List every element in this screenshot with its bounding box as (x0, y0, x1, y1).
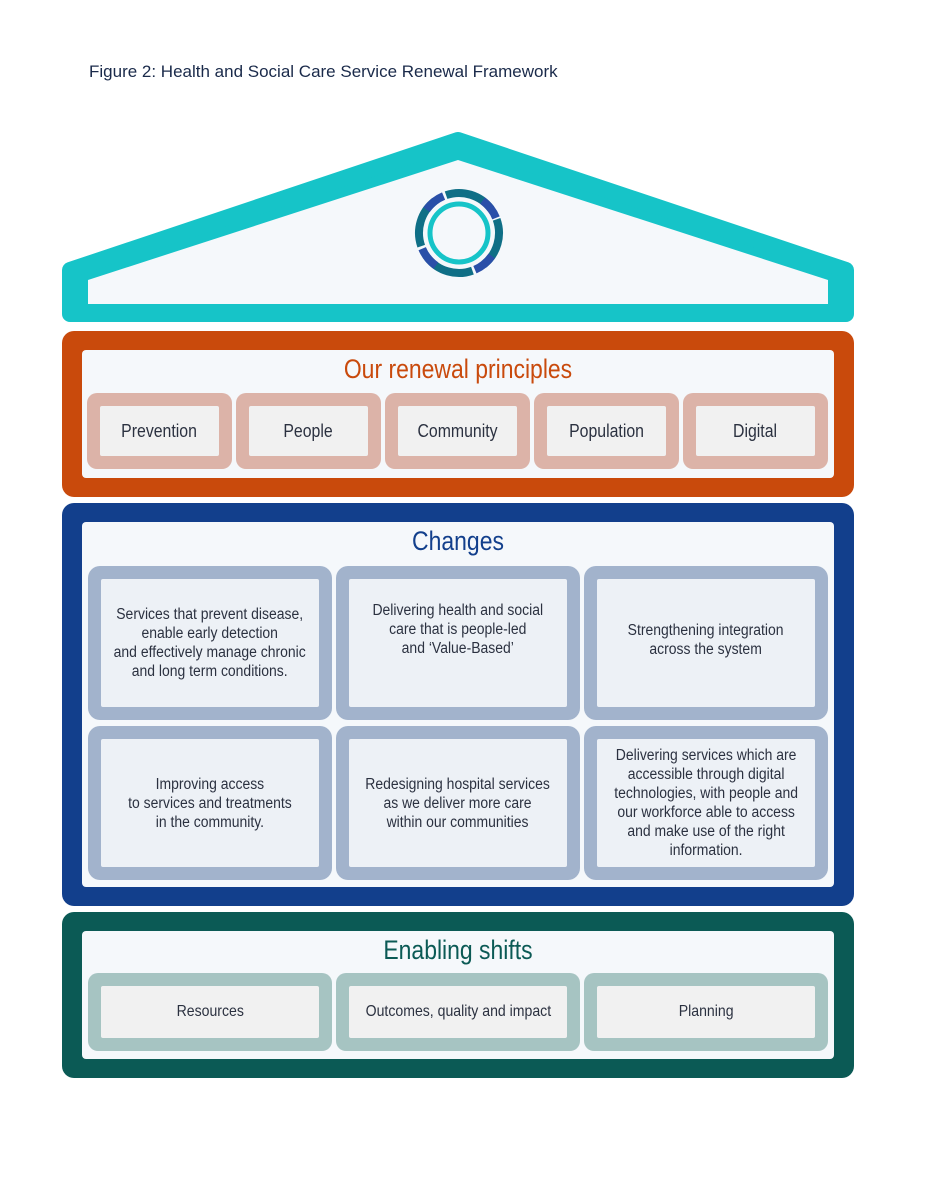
principle-prevention: Prevention (87, 393, 232, 469)
changes-section: Changes Services that prevent disease, e… (62, 503, 854, 906)
principle-population: Population (534, 393, 679, 469)
enabling-shifts-title: Enabling shifts (383, 935, 533, 965)
roof (62, 132, 854, 322)
change-text: Delivering services which are accessible… (614, 747, 798, 859)
change-text: Services that prevent disease, enable ea… (113, 606, 307, 680)
change-card: Services that prevent disease, enable ea… (88, 566, 332, 720)
principle-label: Digital (733, 420, 778, 441)
enabling-shift-label: Outcomes, quality and impact (365, 1003, 551, 1020)
figure-caption: Figure 2: Health and Social Care Service… (89, 62, 558, 81)
change-text: Strengthening integration across the sys… (628, 622, 784, 658)
change-card: Delivering health and social care that i… (336, 566, 580, 720)
changes-title: Changes (412, 526, 504, 556)
enabling-shift-resources: Resources (88, 973, 332, 1051)
enabling-shift-planning: Planning (584, 973, 828, 1051)
change-card: Delivering services which are accessible… (584, 726, 828, 880)
change-card: Redesigning hospital services as we deli… (336, 726, 580, 880)
principle-community: Community (385, 393, 530, 469)
renewal-principles-title: Our renewal principles (343, 354, 573, 384)
principle-people: People (236, 393, 381, 469)
ring-logo-icon (415, 189, 503, 277)
change-text: Delivering health and social care that i… (372, 602, 544, 657)
principle-label: People (283, 420, 334, 441)
enabling-shift-label: Planning (678, 1003, 734, 1020)
principle-label: Population (569, 420, 644, 441)
enabling-shift-label: Resources (176, 1003, 244, 1020)
change-text: Improving access to services and treatme… (128, 775, 292, 831)
enabling-shifts-section: Enabling shifts Resources Outcomes, qual… (62, 912, 854, 1078)
principle-digital: Digital (683, 393, 828, 469)
principle-label: Community (417, 420, 498, 441)
principle-label: Prevention (121, 420, 198, 441)
change-text: Redesigning hospital services as we deli… (365, 775, 551, 831)
enabling-shift-outcomes: Outcomes, quality and impact (336, 973, 580, 1051)
change-card: Improving access to services and treatme… (88, 726, 332, 880)
change-card: Strengthening integration across the sys… (584, 566, 828, 720)
renewal-principles-section: Our renewal principles Prevention People… (62, 331, 854, 497)
